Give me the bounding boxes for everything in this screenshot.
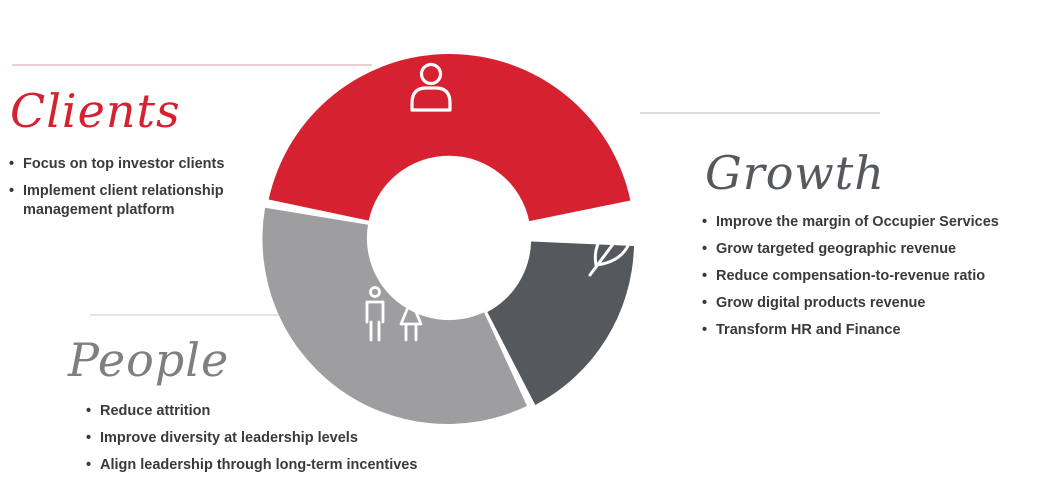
list-item: Transform HR and Finance bbox=[702, 321, 1042, 340]
person-icon bbox=[410, 62, 452, 112]
man-woman-icon bbox=[365, 286, 423, 342]
list-item: Align leadership through long-term incen… bbox=[86, 456, 506, 475]
growth-ring-segment bbox=[487, 241, 634, 405]
people-list: Reduce attrition Improve diversity at le… bbox=[86, 402, 506, 483]
growth-title: Growth bbox=[705, 146, 885, 200]
list-item: Grow digital products revenue bbox=[702, 294, 1042, 313]
list-item: Grow targeted geographic revenue bbox=[702, 240, 1042, 259]
leaf-icon bbox=[588, 218, 634, 277]
clients-title: Clients bbox=[10, 84, 181, 138]
list-item: Implement client relationship management… bbox=[9, 182, 274, 220]
people-title: People bbox=[68, 333, 230, 387]
list-item: Improve diversity at leadership levels bbox=[86, 429, 506, 448]
people-ring-segment bbox=[262, 207, 527, 424]
list-item: Reduce compensation-to-revenue ratio bbox=[702, 267, 1042, 286]
clients-ring-segment bbox=[268, 53, 631, 222]
list-item: Improve the margin of Occupier Services bbox=[702, 213, 1042, 232]
list-item: Focus on top investor clients bbox=[9, 155, 274, 174]
clients-list: Focus on top investor clients Implement … bbox=[9, 155, 274, 228]
growth-list: Improve the margin of Occupier Services … bbox=[702, 213, 1042, 348]
list-item: Reduce attrition bbox=[86, 402, 506, 421]
